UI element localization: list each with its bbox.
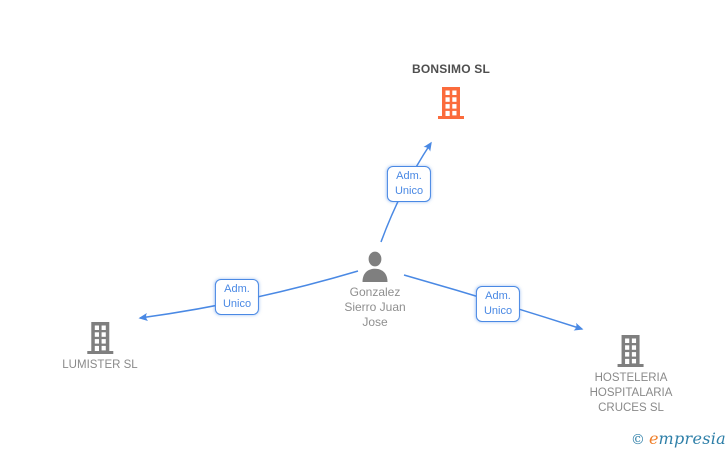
node-bonsimo-sl[interactable]: BONSIMO SL (412, 62, 490, 119)
person-icon (362, 251, 388, 282)
brand-name: mpresia (658, 429, 726, 448)
edge-label-adm-unico-left: Adm. Unico (214, 279, 260, 315)
node-person-gonzalez[interactable]: Gonzalez Sierro Juan Jose (310, 251, 440, 330)
company-name-hosteleria: HOSTELERIA HOSPITALARIA CRUCES SL (589, 372, 673, 414)
empresia-logo[interactable]: © empresia (631, 429, 726, 448)
node-lumister-sl[interactable]: LUMISTER SL (62, 322, 138, 373)
brand-initial: e (649, 429, 659, 448)
building-icon (618, 335, 644, 367)
edge-label-adm-unico-top: Adm. Unico (386, 166, 432, 202)
company-name-bonsimo: BONSIMO SL (411, 62, 491, 76)
edge-label-adm-unico-right: Adm. Unico (475, 286, 521, 322)
node-hosteleria-hospitalaria-cruces-sl[interactable]: HOSTELERIA HOSPITALARIA CRUCES SL (589, 335, 673, 416)
person-name: Gonzalez Sierro Juan Jose (344, 285, 406, 329)
building-icon (86, 322, 113, 354)
company-name-lumister: LUMISTER SL (62, 359, 138, 371)
copyright-icon: © (630, 432, 645, 448)
building-icon (437, 87, 464, 119)
